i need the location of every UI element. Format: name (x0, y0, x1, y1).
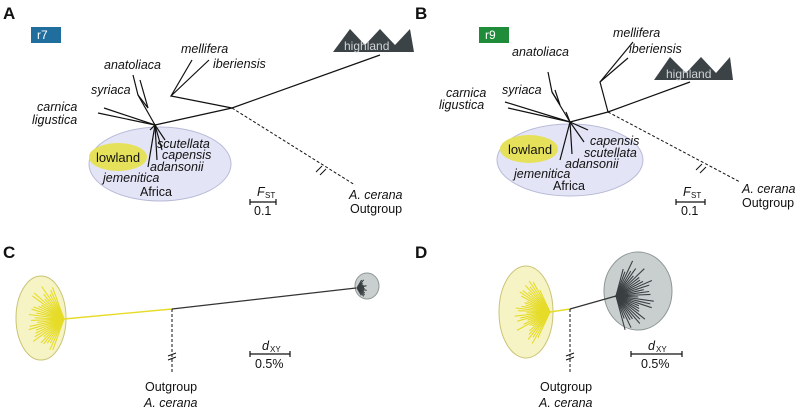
scale-subscript-a: ST (265, 191, 275, 200)
taxon-capensis: capensis (590, 134, 639, 148)
scale-bar-b (675, 199, 706, 205)
taxon-syriaca: syriaca (502, 83, 542, 97)
outgroup-label-b: Outgroup (742, 196, 794, 210)
taxon-adansonii: adansonii (150, 160, 205, 174)
taxon-jemenitica: jemenitica (512, 167, 570, 181)
scale-value-a: 0.1 (254, 204, 271, 218)
tree-branch (615, 295, 646, 320)
scale-subscript-c: XY (270, 345, 281, 354)
scale-symbol-d: d (648, 339, 656, 353)
scale-value-b: 0.1 (681, 204, 698, 218)
badge-r9-text: r9 (485, 28, 496, 42)
tree-branch (539, 289, 551, 313)
highland-mountain-icon (333, 29, 414, 52)
lowland-label: lowland (96, 150, 140, 165)
africa-label: Africa (553, 179, 585, 193)
taxon-iberiensis: iberiensis (629, 42, 682, 56)
taxon-mellifera: mellifera (181, 42, 228, 56)
taxon-carnica: carnica (446, 86, 486, 100)
panel-c: C Outgroup A. cerana d XY 0.5% (3, 243, 380, 410)
tree-branch (615, 260, 634, 297)
taxon-scutellata: scutellata (584, 146, 637, 160)
tree-branch (33, 292, 65, 320)
branch-break-b (695, 163, 707, 174)
scale-value-d: 0.5% (641, 357, 670, 371)
scale-bar-c (249, 351, 291, 357)
panel-b-label: B (415, 4, 427, 23)
tree-b (504, 41, 691, 161)
taxon-iberiensis: iberiensis (213, 57, 266, 71)
outgroup-label-c: Outgroup (145, 380, 197, 394)
lowland-label: lowland (508, 142, 552, 157)
scale-symbol-c: d (262, 339, 270, 353)
yellow-star-tree-d (514, 280, 551, 344)
panel-a-label: A (3, 4, 15, 23)
outgroup-species-a: A. cerana (348, 188, 403, 202)
highland-label: highland (344, 39, 389, 53)
scale-symbol-a: F (257, 185, 266, 199)
panel-b: B r9 highland lowland Africa anatoliaca … (415, 4, 796, 218)
taxon-adansonii: adansonii (565, 157, 620, 171)
badge-r7 (31, 27, 61, 43)
tree-branch (615, 268, 645, 297)
panel-a: A r7 highland lowland Africa ana (3, 4, 414, 218)
outgroup-label-a: Outgroup (350, 202, 402, 216)
tree-branch (32, 295, 65, 320)
outgroup-species-d: A. cerana (538, 396, 593, 410)
taxon-ligustica: ligustica (32, 113, 77, 127)
lowland-branch-d (549, 308, 571, 313)
taxon-mellifera: mellifera (613, 26, 660, 40)
africa-label: Africa (140, 185, 172, 199)
taxon-syriaca: syriaca (91, 83, 131, 97)
tree-branch (615, 295, 654, 302)
taxon-ligustica: ligustica (439, 98, 484, 112)
tree-branch (356, 287, 362, 296)
taxon-anatoliaca: anatoliaca (104, 58, 161, 72)
outgroup-label-d: Outgroup (540, 380, 592, 394)
scale-symbol-b: F (683, 185, 692, 199)
tree-branch (615, 279, 653, 297)
branch-break-d (565, 352, 575, 361)
lowland-branch-c (63, 308, 173, 320)
outgroup-species-c: A. cerana (143, 396, 198, 410)
lowland-ellipse (89, 143, 147, 171)
highland-branch-d (569, 295, 617, 310)
badge-r9 (479, 27, 509, 43)
taxon-jemenitica: jemenitica (101, 171, 159, 185)
scale-value-c: 0.5% (255, 357, 284, 371)
dark-star-tree-d (615, 260, 654, 331)
panel-d-label: D (415, 243, 427, 262)
panel-d: D Outgroup A. cerana d XY 0.5% (415, 243, 683, 410)
panel-c-label: C (3, 243, 15, 262)
scale-bar-a (249, 199, 277, 205)
branch-break-c (167, 352, 177, 361)
scale-subscript-d: XY (656, 345, 667, 354)
highland-mountain-icon (654, 57, 733, 80)
outgroup-branch-a (231, 107, 356, 186)
scale-bar-d (630, 351, 683, 357)
outgroup-species-b: A. cerana (741, 182, 796, 196)
highland-branch-c (171, 287, 357, 310)
taxon-anatoliaca: anatoliaca (512, 45, 569, 59)
dark-star-tree-c (356, 279, 367, 297)
yellow-star-tree-c (28, 286, 65, 351)
taxon-capensis: capensis (162, 148, 211, 162)
badge-r7-text: r7 (37, 28, 48, 42)
taxon-scutellata: scutellata (157, 137, 210, 151)
tree-branch (51, 287, 65, 320)
scale-subscript-b: ST (691, 191, 701, 200)
lowland-ellipse (500, 135, 558, 163)
tree-branch (615, 295, 626, 331)
tree-a (97, 54, 381, 168)
taxon-carnica: carnica (37, 100, 77, 114)
branch-break-a (315, 165, 327, 176)
highland-label: highland (666, 67, 711, 81)
